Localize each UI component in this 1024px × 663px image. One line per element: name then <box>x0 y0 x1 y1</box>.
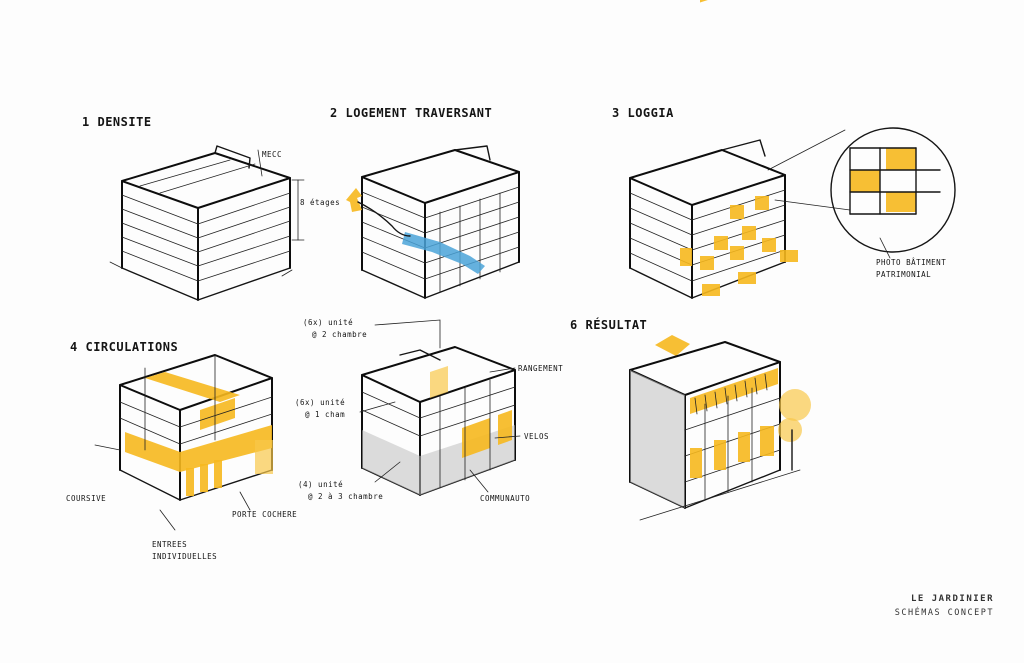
panel-4-number: 4 <box>70 340 78 354</box>
panel-1-building <box>109 145 305 301</box>
annotation-unit-6x-2ch-b: @ 2 chambre <box>312 330 368 339</box>
panel-6-title: 6 RÉSULTAT <box>570 318 647 332</box>
panel-3-number: 3 <box>612 106 620 120</box>
annotation-coursive: COURSIVE <box>66 494 107 503</box>
annotation-unit-4-a: (4) unité <box>298 480 344 489</box>
panel-2-number: 2 <box>330 106 338 120</box>
sheet-subtitle: SCHÉMAS CONCEPT <box>894 608 994 618</box>
panel-6-label: RÉSULTAT <box>585 318 648 332</box>
annotation-photo-building: PHOTO BÂTIMENT <box>876 258 947 267</box>
annotation-velos: VELOS <box>524 432 550 441</box>
panel-4-title: 4 CIRCULATIONS <box>70 340 178 354</box>
annotation-mecc: MECC <box>262 150 283 159</box>
panel-3-building <box>629 0 956 299</box>
annotation-unit-6x-2ch-a: (6x) unité <box>303 318 354 327</box>
annotation-heritage: PATRIMONIAL <box>876 270 932 279</box>
panel-3-label: LOGGIA <box>627 106 674 120</box>
panel-1-title: 1 DENSITE <box>82 115 152 129</box>
annotation-unit-6x-1ch-b: @ 1 cham <box>305 410 346 419</box>
panel-6-number: 6 <box>570 318 578 332</box>
annotation-individual: INDIVIDUELLES <box>152 552 218 561</box>
project-name: LE JARDINIER <box>910 594 994 604</box>
annotation-unit-4-b: @ 2 à 3 chambre <box>308 492 384 501</box>
panel-2-building <box>346 145 520 299</box>
annotation-rangement: RANGEMENT <box>518 364 564 373</box>
annotation-unit-6x-1ch-a: (6x) unité <box>295 398 346 407</box>
panel-4-building <box>94 354 273 531</box>
panel-3-title: 3 LOGGIA <box>612 106 674 120</box>
annotation-porte-cochere: PORTE COCHERE <box>232 510 298 519</box>
panel-2-title: 2 LOGEMENT TRAVERSANT <box>330 106 492 120</box>
panel-1-number: 1 <box>82 115 90 129</box>
panel-6-building <box>629 335 811 521</box>
annotation-floors: 8 étages <box>300 198 341 207</box>
panel-1-label: DENSITE <box>97 115 152 129</box>
annotation-entrances: ENTREES <box>152 540 188 549</box>
panel-2-label: LOGEMENT TRAVERSANT <box>345 106 493 120</box>
panel-5-building <box>359 319 521 496</box>
panel-4-label: CIRCULATIONS <box>85 340 179 354</box>
annotation-communauto: COMMUNAUTO <box>480 494 531 503</box>
